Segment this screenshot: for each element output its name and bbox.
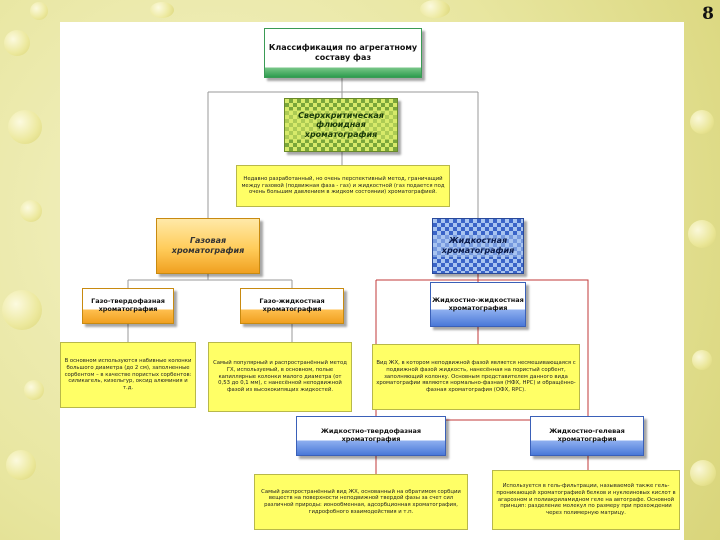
liquid-liquid-node-label: Жидкостно-жидкостная хроматография bbox=[432, 295, 524, 312]
background-bubble bbox=[420, 0, 450, 18]
liquid-liquid-description-text: Вид ЖХ, в котором неподвижной фазой явля… bbox=[376, 360, 576, 393]
background-bubble bbox=[690, 110, 714, 134]
supercritical-node: Сверхкритическая флюидная хроматография bbox=[284, 98, 398, 152]
background-bubble bbox=[692, 350, 712, 370]
liquid-gel-node: Жидкостно-гелевая хроматография bbox=[530, 416, 644, 456]
gas-solid-node: Газо-твердофазная хроматография bbox=[82, 288, 174, 324]
background-bubble bbox=[30, 2, 48, 20]
background-bubble bbox=[24, 380, 44, 400]
liquid-liquid-description: Вид ЖХ, в котором неподвижной фазой явля… bbox=[372, 344, 580, 410]
liquid-gel-node-label: Жидкостно-гелевая хроматография bbox=[549, 427, 625, 443]
background-bubble bbox=[20, 200, 42, 222]
gas-solid-description-text: В основном используются набивные колонки… bbox=[64, 358, 192, 391]
diagram-panel: Классификация по агрегатному составу фаз… bbox=[60, 22, 684, 540]
gas-liquid-description: Самый популярный и распространённый мето… bbox=[208, 342, 352, 412]
liquid-solid-description-text: Самый распространённый вид ЖХ, основанны… bbox=[261, 488, 461, 515]
liquid-solid-node-label: Жидкостно-твердофазная хроматография bbox=[320, 427, 422, 443]
slide-number: 8 bbox=[702, 4, 714, 24]
gas-node: Газовая хроматография bbox=[156, 218, 260, 274]
root-node-label: Классификация по агрегатному составу фаз bbox=[268, 43, 418, 62]
gas-node-label: Газовая хроматография bbox=[171, 236, 245, 255]
liquid-liquid-node: Жидкостно-жидкостная хроматография bbox=[430, 282, 526, 327]
supercritical-description-text: Недавно разработанный, но очень перспект… bbox=[241, 176, 445, 196]
liquid-gel-description: Используется в гель-фильтрации, называем… bbox=[492, 470, 680, 530]
gas-liquid-description-text: Самый популярный и распространённый мето… bbox=[213, 360, 347, 393]
background-bubble bbox=[688, 220, 716, 248]
background-bubble bbox=[150, 2, 174, 18]
gas-solid-description: В основном используются набивные колонки… bbox=[60, 342, 196, 408]
supercritical-description: Недавно разработанный, но очень перспект… bbox=[236, 165, 450, 207]
liquid-solid-node: Жидкостно-твердофазная хроматография bbox=[296, 416, 446, 456]
gas-liquid-node-label: Газо-жидкостная хроматография bbox=[259, 297, 325, 313]
background-bubble bbox=[4, 30, 30, 56]
background-bubble bbox=[690, 460, 716, 486]
background-bubble bbox=[8, 110, 42, 144]
gas-liquid-node: Газо-жидкостная хроматография bbox=[240, 288, 344, 324]
liquid-node: Жидкостная хроматография bbox=[432, 218, 524, 274]
supercritical-node-label: Сверхкритическая флюидная хроматография bbox=[285, 109, 397, 141]
background-bubble bbox=[2, 290, 42, 330]
liquid-gel-description-text: Используется в гель-фильтрации, называем… bbox=[496, 483, 676, 516]
background-bubble bbox=[6, 450, 36, 480]
root-node: Классификация по агрегатному составу фаз bbox=[264, 28, 422, 78]
liquid-solid-description: Самый распространённый вид ЖХ, основанны… bbox=[254, 474, 468, 530]
gas-solid-node-label: Газо-твердофазная хроматография bbox=[91, 297, 165, 313]
liquid-node-label: Жидкостная хроматография bbox=[433, 235, 523, 257]
